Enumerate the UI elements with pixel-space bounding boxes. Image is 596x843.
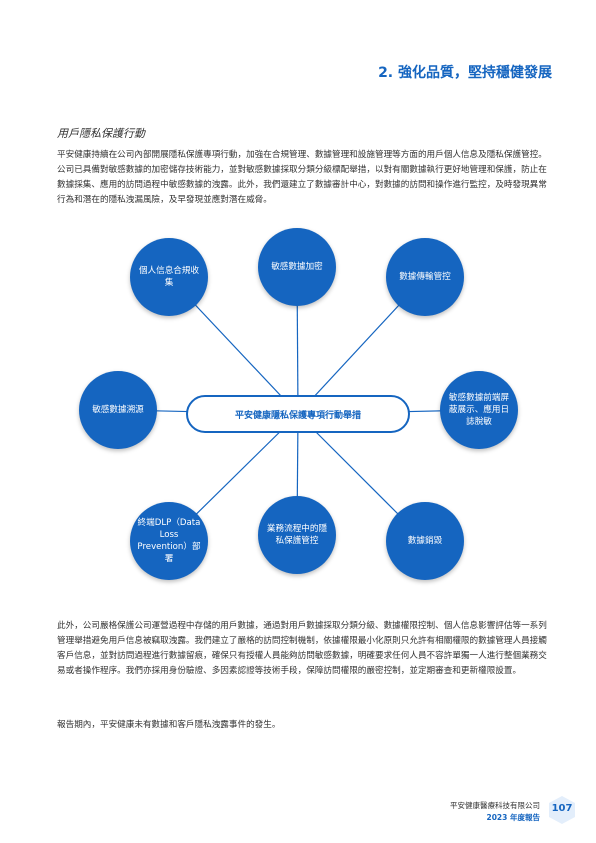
footer-company-name: 平安健康醫療科技有限公司 xyxy=(450,801,540,810)
page-badge-icon xyxy=(549,796,575,824)
data-protection-paragraph: 此外，公司嚴格保護公司運營過程中存儲的用戶數據，通過對用戶數據採取分類分級、數據… xyxy=(57,621,547,676)
footer-report-year: 2023 年度報告 xyxy=(486,813,541,822)
reporting-period-paragraph: 報告期內，平安健康未有數據和客戶隱私洩露事件的發生。 xyxy=(57,720,281,730)
node-frontend-masking: 敏感數據前端屏蔽展示、應用日誌脫敏 xyxy=(440,371,518,449)
diagram-center-hub: 平安健康隱私保護專項行動舉措 xyxy=(186,395,410,433)
node-sensitive-data-tracing: 敏感數據溯源 xyxy=(79,371,157,449)
privacy-action-diagram: 個人信息合規收集 敏感數據加密 數據傳輸管控 敏感數據溯源 敏感數據前端屏蔽展示… xyxy=(0,220,596,620)
section-title: 2. 強化品質，堅持穩健發展 xyxy=(378,65,552,81)
page-number: 107 xyxy=(551,803,573,814)
node-dlp-deployment: 終端DLP（Data Loss Prevention）部署 xyxy=(130,502,208,580)
node-personal-info-collection: 個人信息合規收集 xyxy=(130,238,208,316)
node-sensitive-data-encryption: 敏感數據加密 xyxy=(258,228,336,306)
node-business-process-privacy: 業務流程中的隱私保護管控 xyxy=(258,496,336,574)
node-data-transfer-control: 數據傳輸管控 xyxy=(386,238,464,316)
intro-paragraph: 平安健康持續在公司內部開展隱私保護專項行動，加強在合規管理、數據管理和設施管理等… xyxy=(57,150,547,205)
node-data-destruction: 數據銷毀 xyxy=(386,502,464,580)
sub-heading: 用戶隱私保護行動 xyxy=(57,127,145,140)
